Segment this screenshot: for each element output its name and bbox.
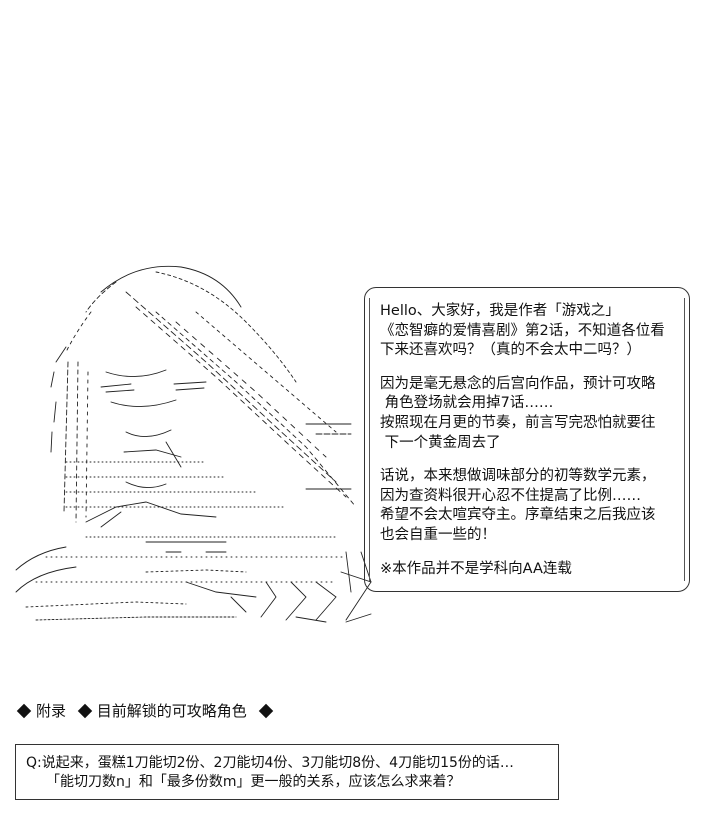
bubble-paragraph-note: ※本作品并不是学科向AA连载 bbox=[380, 560, 685, 580]
appendix-text: 目前解锁的可攻略角色 bbox=[96, 702, 247, 720]
bubble-line: 因为是毫无悬念的后宫向作品，预计可攻略 bbox=[380, 375, 656, 392]
bubble-line: 《恋智癖的爱情喜剧》第2话，不知道各位看 bbox=[380, 322, 665, 339]
question-box: Q:说起来，蛋糕1刀能切2份、2刀能切4份、3刀能切8份、4刀能切15份的话… … bbox=[15, 744, 559, 800]
bubble-paragraph-greeting: Hello、大家好，我是作者「游戏之」 《恋智癖的爱情喜剧》第2话，不知道各位看… bbox=[380, 302, 685, 361]
bubble-right-border bbox=[684, 298, 685, 581]
bubble-paragraph-math: 话说，本来想做调味部分的初等数学元素， 因为查资料很开心忍不住提高了比例…… 希… bbox=[380, 467, 685, 545]
bubble-line: 也会自重一些的！ bbox=[380, 526, 496, 543]
bubble-left-border bbox=[369, 298, 370, 581]
diamond-icon bbox=[77, 703, 93, 719]
bubble-line: 希望不会太喧宾夺主。序章结束之后我应该 bbox=[380, 507, 656, 524]
bubble-line: Hello、大家好，我是作者「游戏之」 bbox=[380, 303, 620, 319]
bubble-line: 因为查资料很开心忍不住提高了比例…… bbox=[380, 487, 641, 504]
appendix-heading: 附录 目前解锁的可攻略角色 bbox=[16, 701, 278, 721]
bubble-line: 按照现在月更的节奏，前言写完恐怕就要往 bbox=[380, 414, 656, 431]
diamond-icon bbox=[258, 703, 273, 719]
bubble-line: 下一个黄金周去了 bbox=[380, 434, 501, 451]
bubble-line: ※本作品并不是学科向AA连载 bbox=[380, 560, 572, 577]
appendix-label: 附录 bbox=[36, 702, 67, 720]
question-line-1: Q:说起来，蛋糕1刀能切2份、2刀能切4份、3刀能切8份、4刀能切15份的话… bbox=[26, 755, 514, 771]
bubble-text: Hello、大家好，我是作者「游戏之」 《恋智癖的爱情喜剧》第2话，不知道各位看… bbox=[380, 302, 685, 579]
bubble-line: 下来还喜欢吗？（真的不会太中二吗？） bbox=[380, 342, 641, 359]
bubble-line: 角色登场就会用掉7话…… bbox=[380, 395, 554, 412]
question-line-2: 「能切刀数n」和「最多份数m」更一般的关系，应该怎么求来着？ bbox=[46, 774, 461, 790]
ascii-art-drawing bbox=[15, 265, 372, 623]
bubble-paragraph-plan: 因为是毫无悬念的后宫向作品，预计可攻略 角色登场就会用掉7话…… 按照现在月更的… bbox=[380, 375, 685, 453]
bubble-line: 话说，本来想做调味部分的初等数学元素， bbox=[380, 468, 656, 485]
ascii-art-character bbox=[6, 252, 381, 637]
diamond-icon bbox=[16, 703, 32, 719]
speech-bubble: Hello、大家好，我是作者「游戏之」 《恋智癖的爱情喜剧》第2话，不知道各位看… bbox=[364, 287, 690, 592]
